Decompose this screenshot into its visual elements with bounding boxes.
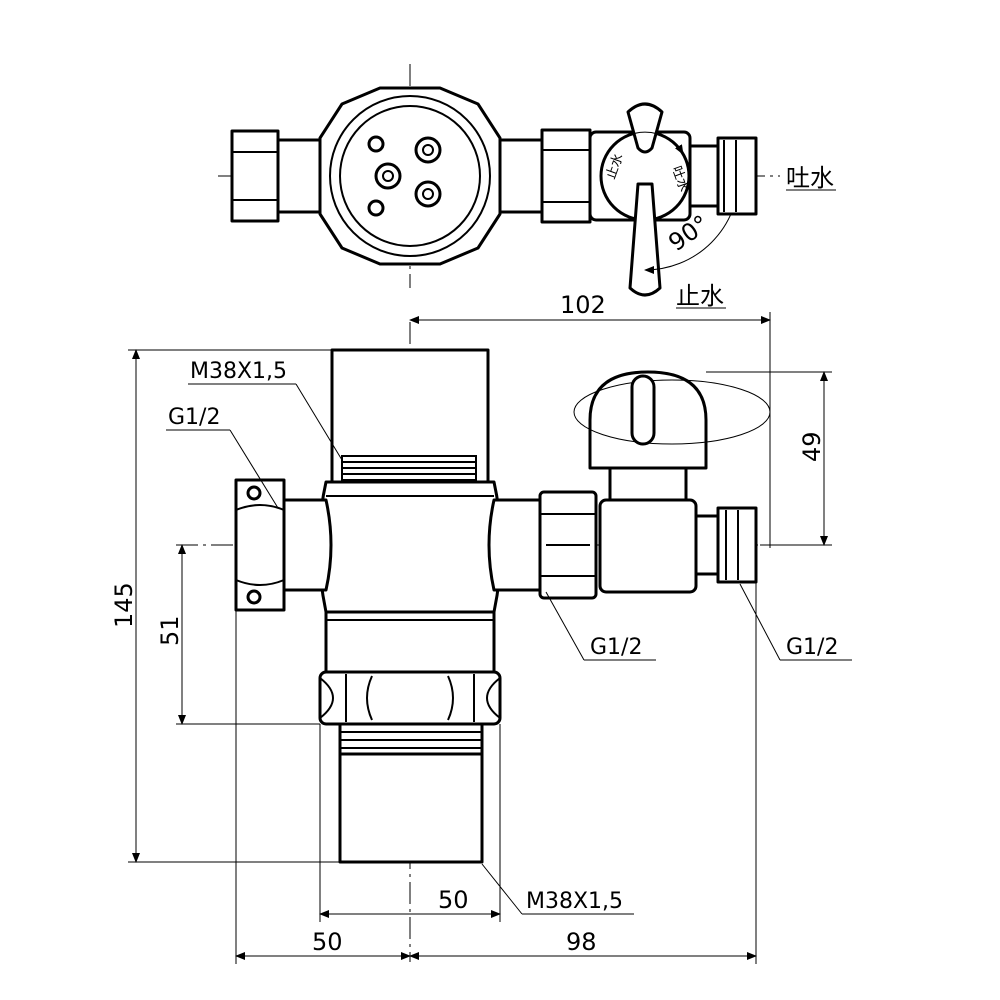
thread-bottom-label: M38X1,5 [526,889,623,914]
valve-handle-open [626,102,664,154]
hole-center [374,162,402,190]
spout-label: 吐水 [786,164,834,192]
dim-145: 145 [110,582,138,628]
right-pipe-top [498,138,544,214]
front-view: 102 49 145 51 50 50 98 M38X1,5 G1/2 [110,291,852,964]
main-body-top [318,86,502,266]
dim-51: 51 [156,615,184,646]
thread-top-label: M38X1,5 [190,359,287,384]
hole-small-bottom [367,199,385,217]
valve-neck [608,466,688,502]
dim-49: 49 [798,431,826,462]
top-view: 止水 吐水 90° 吐水 止水 [218,64,836,310]
hole-upper [414,136,442,164]
body-ring-inner [339,105,481,247]
valve-handle [630,374,656,446]
dim-98: 98 [566,928,597,956]
bottom-cylinder [338,752,484,864]
dim-102: 102 [560,291,606,319]
g-mid-label: G1/2 [590,635,642,660]
hole-lower [414,180,442,208]
left-nut [234,478,286,612]
right-stub [487,498,542,592]
mid-nut-top [540,128,592,224]
hole-small-top [367,135,385,153]
left-nut-hole-bottom [246,589,262,605]
g-right-label: G1/2 [786,635,838,660]
valve-body [598,498,698,594]
stop-label: 止水 [676,282,724,310]
body-ring-outer [329,95,491,257]
left-nut-hole-top [246,485,262,501]
outlet-neck [694,514,720,576]
rotation-arc-upper [606,131,684,155]
dim-50-left: 50 [312,928,343,956]
main-body [317,480,503,614]
left-nut-top [230,129,280,223]
left-stub [282,498,333,592]
outlet-neck-top [688,144,720,208]
top-cylinder [330,348,490,484]
g-left-label: G1/2 [168,405,220,430]
dim-50-inner: 50 [438,886,469,914]
